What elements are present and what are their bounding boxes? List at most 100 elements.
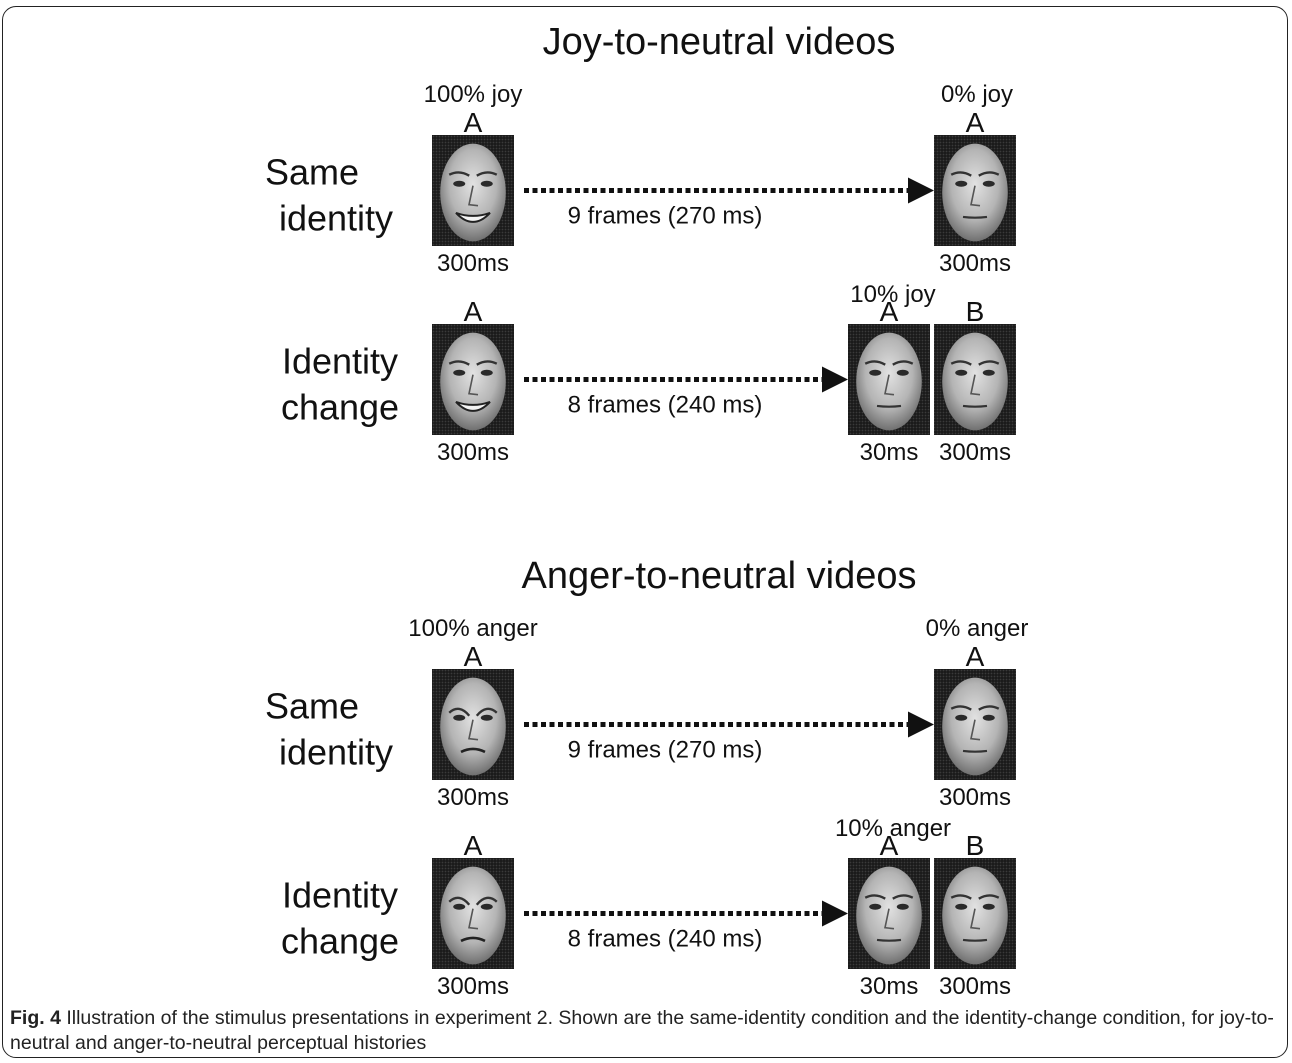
end-duration: 30ms xyxy=(860,439,919,466)
right-brow xyxy=(476,360,498,366)
arrowhead xyxy=(822,900,848,927)
end-identity-letter: B xyxy=(966,830,985,861)
face-oval xyxy=(942,866,1008,965)
start-duration: 300ms xyxy=(437,784,509,811)
arrow-frames-label: 9 frames (270 ms) xyxy=(568,203,763,230)
row-label-line1: Same xyxy=(265,152,359,193)
right-eye xyxy=(480,714,493,721)
right-eye xyxy=(982,369,995,376)
right-brow xyxy=(978,171,1000,177)
smiling-mouth xyxy=(455,211,491,223)
left-eye xyxy=(869,903,882,910)
end-percent-label: 0% anger xyxy=(926,615,1029,642)
figure-frame xyxy=(2,6,1288,1058)
start-duration: 300ms xyxy=(437,973,509,1000)
right-eye xyxy=(896,369,909,376)
left-eye xyxy=(869,369,882,376)
face-photo xyxy=(432,135,514,246)
arrowhead xyxy=(908,177,934,204)
frowning-mouth xyxy=(460,936,486,943)
dotted-arrow xyxy=(524,711,934,738)
face-oval xyxy=(440,866,506,965)
arrowhead xyxy=(822,366,848,393)
left-eye xyxy=(955,180,968,187)
face-photo xyxy=(432,858,514,969)
face-photo xyxy=(934,858,1016,969)
left-eye xyxy=(453,180,466,187)
left-brow xyxy=(448,896,471,906)
nose xyxy=(468,374,479,396)
left-eye xyxy=(453,714,466,721)
right-brow xyxy=(978,894,1000,900)
nose xyxy=(468,185,479,207)
face-photo xyxy=(848,858,930,969)
smiling-mouth xyxy=(455,400,491,412)
left-brow xyxy=(448,171,470,177)
nose xyxy=(884,908,895,930)
right-brow xyxy=(892,360,914,366)
figure-caption: Fig. 4 Illustration of the stimulus pres… xyxy=(10,1006,1280,1056)
nose xyxy=(468,719,479,741)
right-brow xyxy=(978,360,1000,366)
start-percent-label: 100% anger xyxy=(408,615,537,642)
right-eye xyxy=(982,714,995,721)
end-duration: 300ms xyxy=(939,973,1011,1000)
nose xyxy=(970,908,981,930)
dotted-arrow xyxy=(524,177,934,204)
end-identity-letter: B xyxy=(966,296,985,327)
right-eye xyxy=(480,903,493,910)
end-identity-letter: A xyxy=(880,830,899,861)
neutral-mouth xyxy=(962,215,988,219)
face-photo xyxy=(934,135,1016,246)
face-photo xyxy=(934,324,1016,435)
frowning-mouth xyxy=(460,747,486,754)
nose xyxy=(970,719,981,741)
left-brow xyxy=(864,360,886,366)
left-brow xyxy=(950,360,972,366)
right-brow xyxy=(476,171,498,177)
right-brow xyxy=(892,894,914,900)
dotted-arrow xyxy=(524,366,848,393)
end-percent-label: 0% joy xyxy=(941,81,1013,108)
left-brow xyxy=(950,171,972,177)
face-oval xyxy=(440,143,506,242)
face-photo xyxy=(432,669,514,780)
nose xyxy=(468,908,479,930)
row-label-line1: Identity xyxy=(282,875,398,916)
face-oval xyxy=(942,677,1008,776)
left-eye xyxy=(955,714,968,721)
dotted-arrow xyxy=(524,900,848,927)
neutral-mouth xyxy=(962,404,988,408)
caption-label: Fig. 4 xyxy=(10,1007,61,1029)
right-brow xyxy=(475,896,498,906)
start-duration: 300ms xyxy=(437,439,509,466)
end-duration: 300ms xyxy=(939,784,1011,811)
section-title: Joy-to-neutral videos xyxy=(543,21,896,63)
start-identity-letter: A xyxy=(464,830,483,861)
nose xyxy=(970,185,981,207)
right-eye xyxy=(480,369,493,376)
caption-text: Illustration of the stimulus presentatio… xyxy=(10,1007,1274,1054)
neutral-mouth xyxy=(962,749,988,753)
left-brow xyxy=(864,894,886,900)
start-identity-letter: A xyxy=(464,641,483,672)
section-title: Anger-to-neutral videos xyxy=(522,555,917,597)
arrowhead xyxy=(908,711,934,738)
right-brow xyxy=(475,707,498,717)
neutral-mouth xyxy=(876,938,902,942)
right-eye xyxy=(982,903,995,910)
left-brow xyxy=(448,707,471,717)
left-brow xyxy=(448,360,470,366)
right-eye xyxy=(480,180,493,187)
face-photo xyxy=(432,324,514,435)
face-oval xyxy=(942,143,1008,242)
face-oval xyxy=(440,332,506,431)
neutral-mouth xyxy=(876,404,902,408)
row-label-line2: change xyxy=(281,387,399,428)
